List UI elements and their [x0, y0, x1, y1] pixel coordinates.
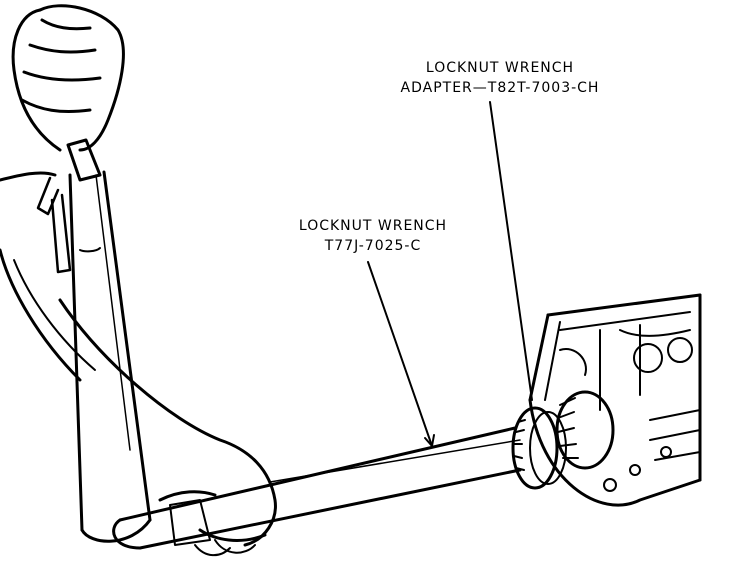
callout-wrench: LOCKNUT WRENCH T77J-7025-C — [268, 216, 478, 256]
transmission-case — [528, 293, 702, 507]
leader-wrench-arrow — [424, 434, 435, 447]
callout-wrench-line1: LOCKNUT WRENCH — [298, 218, 448, 234]
hand-lower — [58, 298, 277, 557]
leader-wrench — [367, 261, 433, 447]
callout-wrench-line2: T77J-7025-C — [324, 238, 422, 254]
wrench-shaft — [112, 426, 522, 550]
handle-bar — [66, 138, 152, 543]
callout-adapter-line2: ADAPTER—T82T-7003-CH — [400, 80, 600, 96]
adapter-socket — [511, 390, 615, 490]
callout-leaders — [367, 101, 533, 447]
hand-upper — [0, 4, 125, 382]
callout-adapter: LOCKNUT WRENCH ADAPTER—T82T-7003-CH — [384, 58, 616, 98]
leader-adapter — [489, 101, 533, 401]
callout-adapter-line1: LOCKNUT WRENCH — [425, 60, 575, 76]
